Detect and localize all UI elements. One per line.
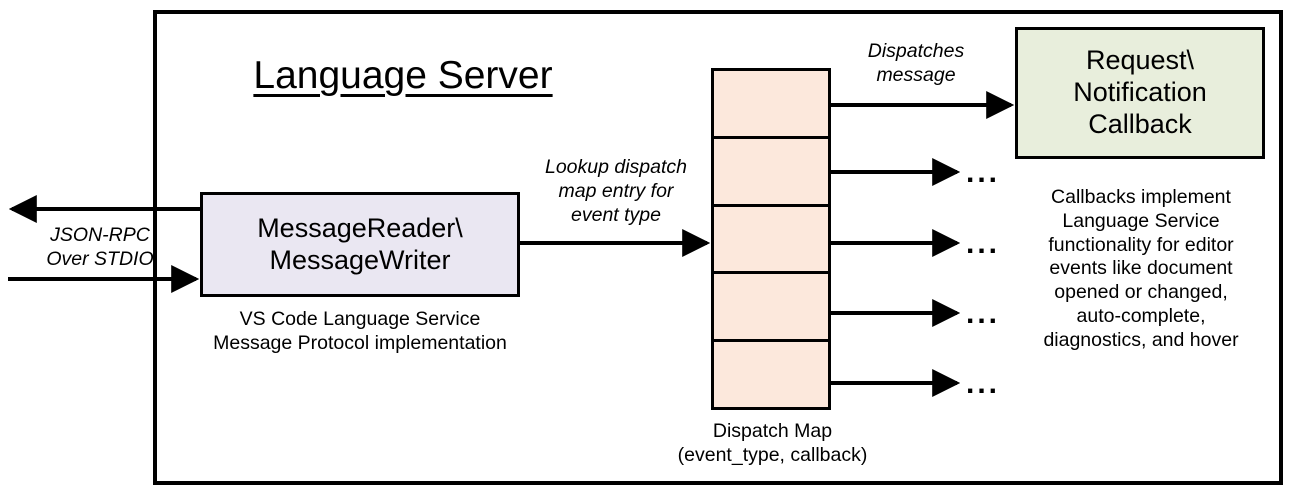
- page-title: Language Server: [253, 54, 553, 97]
- request-notification-callback-node[interactable]: Request\ Notification Callback: [1015, 27, 1265, 159]
- lookup-dispatch-label: Lookup dispatch map entry for event type: [544, 156, 688, 226]
- ellipsis-row-2: ...: [966, 156, 1001, 189]
- jsonrpc-transport-label: JSON-RPC Over STDIO: [46, 224, 154, 270]
- ellipsis-row-5: ...: [966, 367, 1001, 400]
- message-reader-writer-node[interactable]: MessageReader\ MessageWriter: [200, 192, 520, 297]
- dispatches-message-label: Dispatches message: [867, 40, 965, 86]
- dispatch-map-table[interactable]: [711, 68, 831, 410]
- language-server-frame: [153, 10, 1283, 485]
- dispatch-map-row[interactable]: [714, 139, 828, 207]
- dispatch-map-row[interactable]: [714, 207, 828, 275]
- dispatch-map-row[interactable]: [714, 342, 828, 407]
- message-reader-writer-caption: VS Code Language Service Message Protoco…: [213, 308, 507, 354]
- dispatch-map-row[interactable]: [714, 274, 828, 343]
- callback-description: Callbacks implement Language Service fun…: [1043, 186, 1239, 351]
- dispatch-map-caption: Dispatch Map (event_type, callback): [677, 420, 868, 466]
- ellipsis-row-4: ...: [966, 297, 1001, 330]
- ellipsis-row-3: ...: [966, 227, 1001, 260]
- dispatch-map-row[interactable]: [714, 71, 828, 139]
